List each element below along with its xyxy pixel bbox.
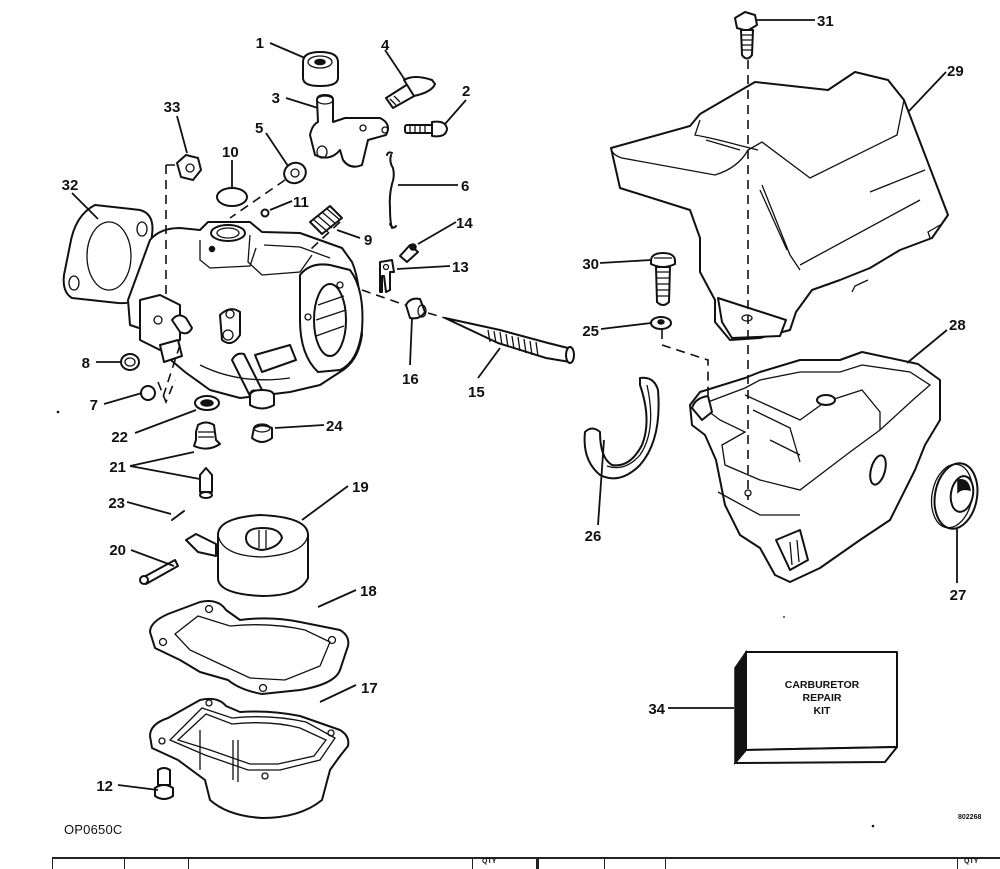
part-31-screw[interactable]: [734, 11, 758, 60]
parts-table-header: QTY QTY: [52, 857, 1000, 869]
table-divider: [124, 859, 125, 869]
callout-13: 13: [452, 259, 469, 276]
part-27-grommet[interactable]: [927, 460, 983, 532]
part-13-clip[interactable]: [379, 259, 395, 293]
scan-specks: [56, 410, 875, 828]
table-divider: [957, 859, 958, 869]
callout-3: 3: [272, 90, 280, 107]
part-5-seal[interactable]: [281, 159, 309, 186]
callout-31: 31: [817, 13, 834, 30]
part-20-pin[interactable]: [139, 559, 179, 585]
callout-20: 20: [109, 542, 126, 559]
callout-9: 9: [364, 232, 372, 249]
table-divider: [536, 859, 539, 869]
part-15-needle-valve[interactable]: [444, 317, 575, 364]
callout-29: 29: [947, 63, 964, 80]
callout-14: 14: [456, 215, 473, 232]
callout-12: 12: [96, 778, 113, 795]
table-divider: [472, 859, 473, 869]
part-2-screw[interactable]: [404, 120, 448, 138]
part-14-screw[interactable]: [399, 243, 419, 263]
callout-28: 28: [949, 317, 966, 334]
callout-5: 5: [255, 120, 263, 137]
kit-label-line-1: CARBURETOR: [785, 679, 860, 691]
table-divider: [188, 859, 189, 869]
callout-19: 19: [352, 479, 369, 496]
part-12-screw[interactable]: [154, 767, 174, 800]
callout-16: 16: [402, 371, 419, 388]
part-10-plug[interactable]: [216, 187, 248, 207]
callout-21: 21: [109, 459, 126, 476]
callout-32: 32: [62, 177, 79, 194]
part-11-ball[interactable]: [260, 208, 270, 218]
callout-11: 11: [293, 194, 309, 211]
part-3-throttle-lever[interactable]: [309, 94, 389, 168]
part-22-gasket[interactable]: [194, 395, 220, 411]
part-4-screw[interactable]: [385, 76, 436, 109]
part-33-nut[interactable]: [176, 154, 202, 181]
drawing-code: OP0650C: [64, 822, 123, 837]
assembly-lines: [157, 60, 749, 500]
callout-labels: 1 2 3 4 5 6 7 8 9 10 11 12 13 14 15 16 1…: [62, 13, 967, 795]
callout-2: 2: [462, 83, 470, 100]
callout-27: 27: [950, 587, 967, 604]
part-23-pin[interactable]: [171, 510, 185, 521]
callout-8: 8: [82, 355, 90, 372]
part-24-plug[interactable]: [251, 423, 273, 443]
callout-7: 7: [90, 397, 98, 414]
callout-22: 22: [111, 429, 128, 446]
callout-33: 33: [164, 99, 181, 116]
part-30-screw[interactable]: [650, 252, 676, 306]
callout-15: 15: [468, 384, 485, 401]
part-29-silencer-cover[interactable]: [610, 71, 949, 341]
part-9-spring[interactable]: [309, 205, 343, 235]
callout-10: 10: [222, 144, 239, 161]
part-25-washer[interactable]: [650, 316, 672, 330]
table-divider: [604, 859, 605, 869]
callout-1: 1: [256, 35, 264, 52]
part-34-repair-kit[interactable]: CARBURETOR REPAIR KIT: [734, 649, 898, 766]
part-26-hose[interactable]: [583, 376, 660, 480]
kit-label-line-2: REPAIR: [803, 692, 842, 704]
carburetor-body[interactable]: [127, 221, 364, 410]
table-divider: [665, 859, 666, 869]
callout-18: 18: [360, 583, 377, 600]
part-8-seal[interactable]: [120, 353, 140, 371]
callout-6: 6: [461, 178, 469, 195]
callout-30: 30: [582, 256, 599, 273]
callout-26: 26: [585, 528, 602, 545]
reference-number: 802268: [958, 814, 982, 821]
part-17-float-bowl[interactable]: [149, 697, 350, 819]
part-18-gasket[interactable]: [149, 600, 350, 695]
table-header-qty-2: QTY: [964, 858, 979, 865]
part-28-silencer-base[interactable]: [689, 351, 941, 583]
table-divider: [52, 859, 53, 869]
part-21-needle-seat[interactable]: [193, 421, 221, 499]
callout-25: 25: [582, 323, 599, 340]
callout-4: 4: [381, 37, 390, 54]
part-16-packing-nut[interactable]: [405, 297, 427, 320]
part-6-link[interactable]: [386, 151, 397, 229]
callout-34: 34: [648, 701, 665, 718]
callout-17: 17: [361, 680, 378, 697]
callout-23: 23: [108, 495, 125, 512]
leader-lines: [71, 19, 958, 791]
table-header-qty-1: QTY: [482, 858, 497, 865]
callout-24: 24: [326, 418, 343, 435]
part-7-ball[interactable]: [140, 385, 156, 401]
part-19-float[interactable]: [185, 514, 309, 597]
kit-label-line-3: KIT: [814, 705, 832, 717]
part-1-cap[interactable]: [302, 51, 339, 87]
